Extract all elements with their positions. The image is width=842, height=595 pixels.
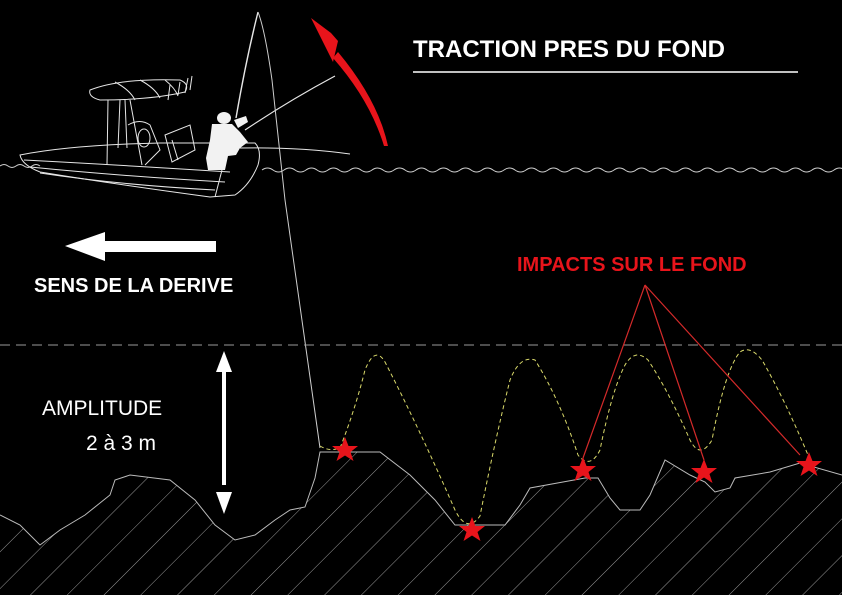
fishing-line — [257, 11, 321, 449]
seabed — [0, 451, 842, 595]
water-surface — [0, 164, 842, 173]
star-icon — [459, 517, 485, 541]
impacts-label: IMPACTS SUR LE FOND — [517, 254, 747, 276]
fishing-rods — [235, 11, 351, 155]
page-title: TRACTION PRES DU FOND — [413, 36, 725, 63]
arrow-left-icon — [65, 232, 216, 261]
curved-arrow-up-icon — [311, 18, 388, 146]
impact-callout-lines — [582, 284, 801, 461]
star-icon — [796, 452, 822, 476]
star-icon — [691, 459, 717, 483]
lure-path — [319, 349, 809, 525]
boat-icon — [19, 75, 260, 198]
drift-direction-label: SENS DE LA DERIVE — [34, 275, 234, 297]
double-arrow-vertical-icon — [216, 351, 232, 514]
angler-icon — [206, 112, 248, 170]
star-icon — [332, 437, 358, 461]
amplitude-value: 2 à 3 m — [86, 432, 157, 455]
star-icon — [570, 457, 596, 481]
impact-markers — [332, 437, 822, 541]
amplitude-label: AMPLITUDE — [42, 397, 163, 420]
